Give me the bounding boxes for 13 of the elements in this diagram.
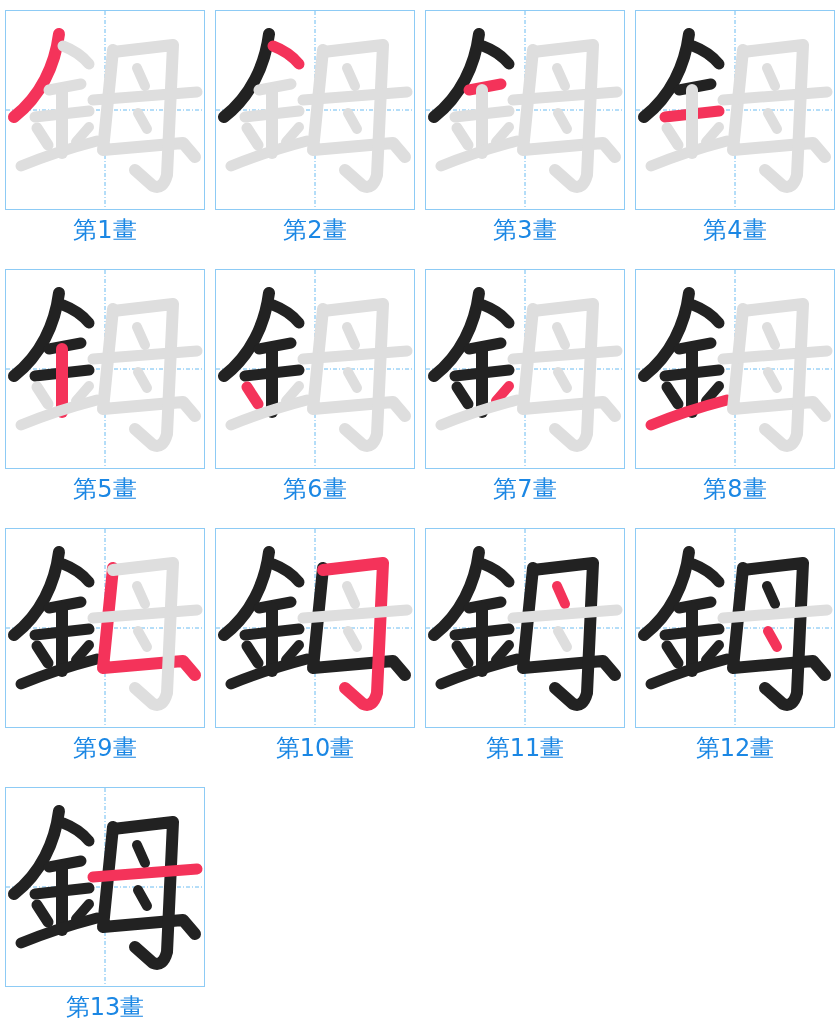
stroke-number-caption: 第3畫 <box>493 215 557 245</box>
stroke-number-caption: 第9畫 <box>73 733 137 763</box>
stroke-number-caption: 第5畫 <box>73 474 137 504</box>
stroke-number-caption: 第2畫 <box>283 215 347 245</box>
stroke-number-caption: 第1畫 <box>73 215 137 245</box>
stroke-number-caption: 第12畫 <box>695 733 775 763</box>
stroke-number-caption: 第11畫 <box>485 733 565 763</box>
stroke-number-caption: 第13畫 <box>65 992 145 1022</box>
stroke-number-caption: 第8畫 <box>703 474 767 504</box>
stroke-number-caption: 第6畫 <box>283 474 347 504</box>
stroke-number-caption: 第4畫 <box>703 215 767 245</box>
stroke-number-caption: 第10畫 <box>275 733 355 763</box>
stroke-number-caption: 第7畫 <box>493 474 557 504</box>
